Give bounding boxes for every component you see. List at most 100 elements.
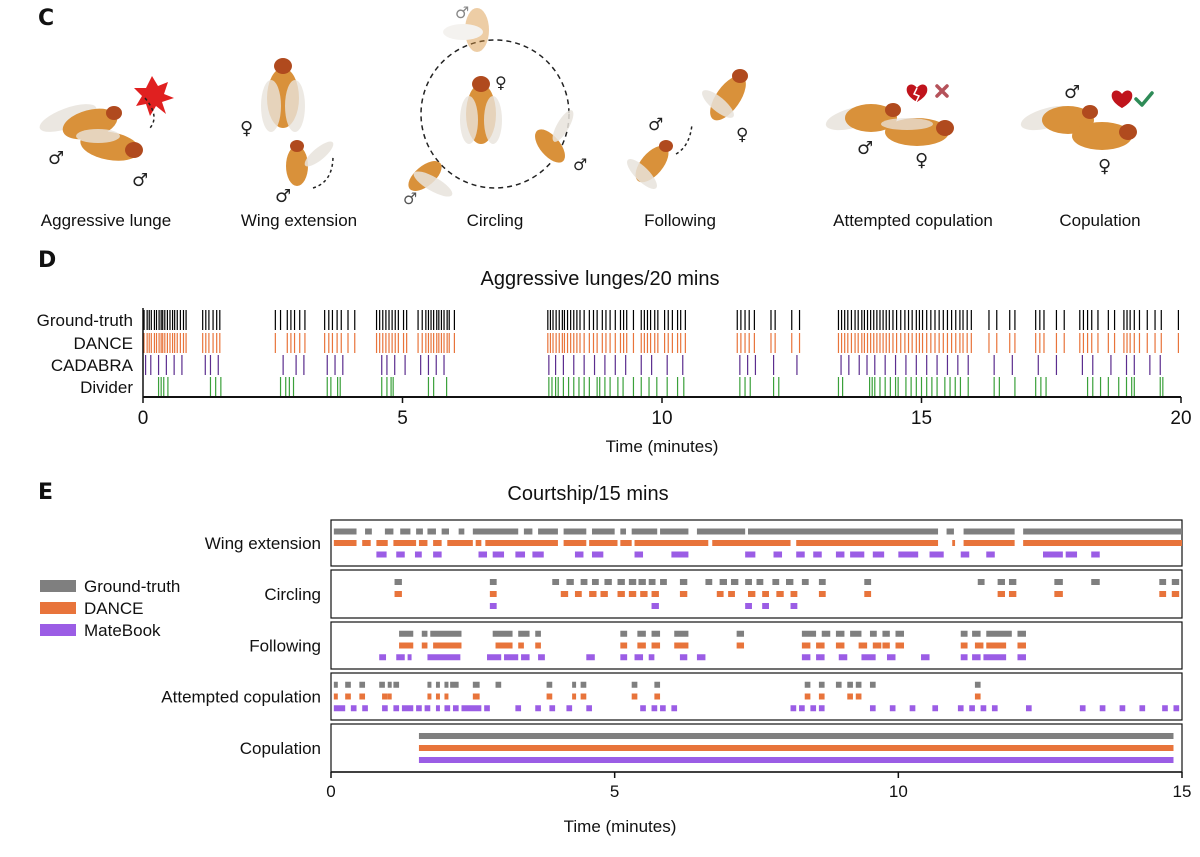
event-bar-ground-truth [365,528,372,535]
female-symbol: ♀ [915,150,928,171]
event-bar-dance [444,693,449,700]
event-bar-matebook [861,654,876,661]
event-bar-dance [589,540,618,546]
event-bar-matebook [696,654,706,661]
event-bar-ground-truth [421,630,428,637]
event-bar-ground-truth [1008,579,1017,585]
event-bar-dance [433,642,462,649]
event-bar-ground-truth [563,528,587,535]
event-bar-dance [421,642,428,649]
event-bar-ground-truth [1171,579,1180,585]
event-bar-dance [600,591,608,597]
event-bar-ground-truth [654,681,661,688]
event-bar-dance [563,540,587,546]
event-bar-matebook [983,654,1007,661]
x-tick-label: 20 [1170,408,1191,429]
event-bar-matebook [538,654,545,661]
x-tick-label: 10 [889,782,908,801]
event-bar-ground-truth [786,579,794,585]
event-bar-ground-truth [552,579,560,585]
event-bar-dance [952,540,956,546]
event-bar-dance [628,591,637,597]
x-tick-label: 0 [326,782,335,801]
circling-illustration: ♂ ♀ ♂ ♂ [403,6,587,206]
event-bar-ground-truth [804,681,811,688]
fly-male-2-icon [76,129,143,161]
event-bar-matebook [586,654,595,661]
event-bar-dance [895,642,905,649]
event-bar-dance [518,642,524,649]
event-bar-matebook [838,654,848,661]
event-bar-dance [589,591,597,597]
fly-male-icon [627,140,673,189]
event-bar-dance [651,591,659,597]
behavior-label: Following [644,211,716,230]
male-symbol: ♂ [648,115,663,135]
male-symbol: ♂ [857,138,873,159]
event-bar-dance [333,540,357,546]
row-label: Ground-truth [37,311,133,330]
event-bar-dance [674,642,689,649]
event-bar-matebook [492,551,505,558]
chart-title: Courtship/15 mins [507,483,668,505]
event-bar-dance [617,591,625,597]
event-bar-ground-truth [604,579,612,585]
behavior-circling: ♂ ♀ ♂ ♂ Circling [395,6,595,236]
fly-female-icon [702,69,748,121]
event-bar-ground-truth [855,681,862,688]
copulation-illustration: ♂ ♀ [1020,82,1154,177]
event-bar-matebook [640,705,646,712]
event-bar-dance [418,745,1174,751]
event-bar-matebook [396,654,405,661]
event-bar-ground-truth [864,579,872,585]
panel-d-letter: D [38,248,57,273]
behavior-label: Copulation [1059,211,1141,230]
event-bar-ground-truth [628,579,637,585]
x-axis-label: Time (minutes) [564,817,677,836]
event-bar-matebook [801,654,811,661]
event-bar-matebook [960,654,968,661]
event-bar-matebook [1091,551,1100,558]
event-bar-matebook [379,654,387,661]
event-bar-ground-truth [679,579,688,585]
cross-icon [935,84,949,98]
event-bar-dance [485,540,558,546]
event-bar-ground-truth [492,630,513,637]
category-label: Attempted copulation [161,688,321,707]
event-bar-matebook [651,603,659,609]
event-bar-dance [475,540,482,546]
event-bar-dance [776,591,784,597]
event-bar-matebook [810,705,817,712]
female-symbol: ♀ [495,73,507,92]
x-tick-label: 5 [397,408,408,429]
event-bar-dance [634,540,709,546]
event-bar-dance [801,642,811,649]
event-bar-matebook [416,705,422,712]
event-bar-matebook [1017,654,1026,661]
legend-label: Ground-truth [84,577,180,596]
event-bar-matebook [1119,705,1126,712]
fly-male-left-icon [408,161,453,197]
event-bar-matebook [1025,705,1032,712]
male-symbol: ♂ [275,186,291,206]
behavior-wing-extension: ♀ ♂ Wing extension [215,6,405,236]
event-bar-matebook [972,654,981,661]
event-bar-matebook [1079,705,1086,712]
event-bar-dance [640,591,648,597]
event-bar-dance [399,642,414,649]
event-bar-matebook [382,705,388,712]
event-bar-ground-truth [801,579,809,585]
event-bar-matebook [651,705,658,712]
event-bar-dance [394,591,402,597]
event-bar-ground-truth [756,579,764,585]
event-bar-dance [818,591,826,597]
male-symbol-2: ♂ [132,170,148,191]
event-bar-dance [489,591,497,597]
event-bar-ground-truth [379,681,385,688]
event-bar-matebook [957,705,964,712]
event-bar-ground-truth [489,579,497,585]
event-bar-ground-truth [435,681,440,688]
event-bar-dance [631,693,638,700]
event-bar-matebook [648,654,655,661]
behavior-label: Attempted copulation [833,211,993,230]
